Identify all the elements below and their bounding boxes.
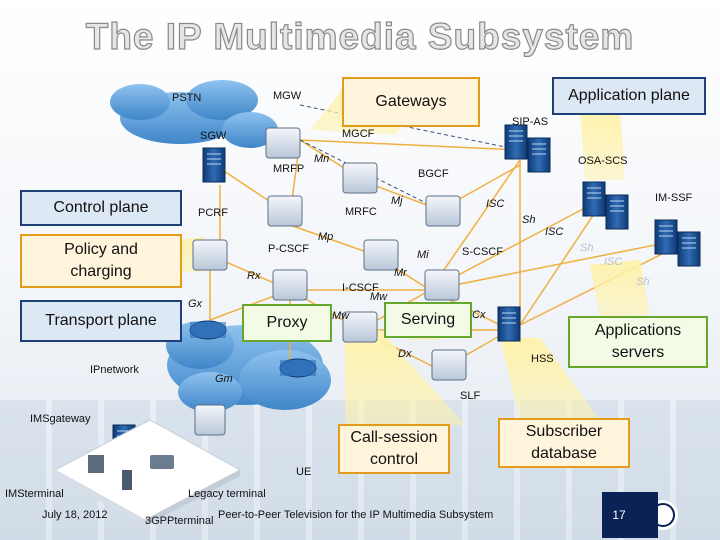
label-mrfp: MRFP	[273, 163, 305, 175]
callout-policy-charging: Policy and charging	[20, 234, 182, 288]
interface-mp: Mp	[318, 231, 334, 243]
interface-gm: Gm	[215, 373, 233, 385]
callout-control-plane: Control plane	[20, 190, 182, 226]
callout-applications-servers: Applications servers	[568, 316, 708, 368]
label-mgcf: MGCF	[342, 128, 375, 140]
label-slf: SLF	[460, 390, 481, 402]
label-bgcf: BGCF	[418, 168, 449, 180]
interface-mw-1: Mw	[370, 291, 388, 303]
interface-sh-3: Sh	[636, 276, 650, 288]
label-sip-as: SIP-AS	[512, 116, 549, 128]
label-pstn: PSTN	[172, 92, 202, 104]
interface-rx: Rx	[247, 270, 261, 282]
page-number-text: 17	[612, 508, 626, 522]
interface-isc-1: ISC	[486, 198, 505, 210]
interface-cx: Cx	[472, 309, 486, 321]
router-icons	[189, 320, 317, 436]
label-legacy-terminal: Legacy terminal	[188, 488, 266, 500]
interface-mi: Mi	[417, 249, 429, 261]
callout-application-plane: Application plane	[552, 77, 706, 115]
label-ue: UE	[296, 466, 312, 478]
label-ip-network: IPnetwork	[90, 364, 139, 376]
label-i-cscf: I-CSCF	[342, 282, 379, 294]
label-pcrf: PCRF	[198, 207, 228, 219]
label-p-cscf: P-CSCF	[268, 243, 309, 255]
label-osa-scs: OSA-SCS	[578, 155, 628, 167]
callout-subscriber-database: Subscriber database	[498, 418, 630, 468]
slide-title: The IP Multimedia Subsystem	[85, 15, 635, 57]
terminal-platform	[53, 419, 242, 526]
interface-mn: Mn	[314, 153, 330, 165]
callout-serving: Serving	[384, 302, 472, 338]
interface-mr: Mr	[394, 267, 407, 279]
footer-caption: Peer-to-Peer Television for the IP Multi…	[218, 509, 494, 521]
callout-gateways: Gateways	[342, 77, 480, 127]
callout-transport-plane: Transport plane	[20, 300, 182, 342]
label-hss: HSS	[531, 353, 554, 365]
interface-gx: Gx	[188, 298, 203, 310]
label-3gpp-terminal: 3GPPterminal	[145, 515, 214, 527]
callout-call-session-control: Call-session control	[338, 424, 450, 474]
interface-mj: Mj	[391, 195, 403, 207]
label-sgw: SGW	[200, 130, 227, 142]
footer-date: July 18, 2012	[42, 509, 108, 521]
callout-proxy: Proxy	[242, 304, 332, 342]
label-im-ssf: IM-SSF	[655, 192, 693, 204]
interface-isc-2: ISC	[545, 226, 564, 238]
interface-sh-1: Sh	[522, 214, 536, 226]
page-number: 17	[602, 492, 658, 538]
label-ims-terminal: IMSterminal	[5, 488, 64, 500]
label-mrfc: MRFC	[345, 206, 377, 218]
label-s-cscf: S-CSCF	[462, 246, 503, 258]
interface-sh-2: Sh	[580, 242, 594, 254]
label-mgw: MGW	[273, 90, 302, 102]
interface-isc-3: ISC	[604, 256, 623, 268]
interface-dx: Dx	[398, 348, 412, 360]
pstn-cloud	[110, 80, 278, 148]
interface-mw-2: Mw	[332, 310, 350, 322]
label-ims-gateway: IMSgateway	[30, 413, 91, 425]
